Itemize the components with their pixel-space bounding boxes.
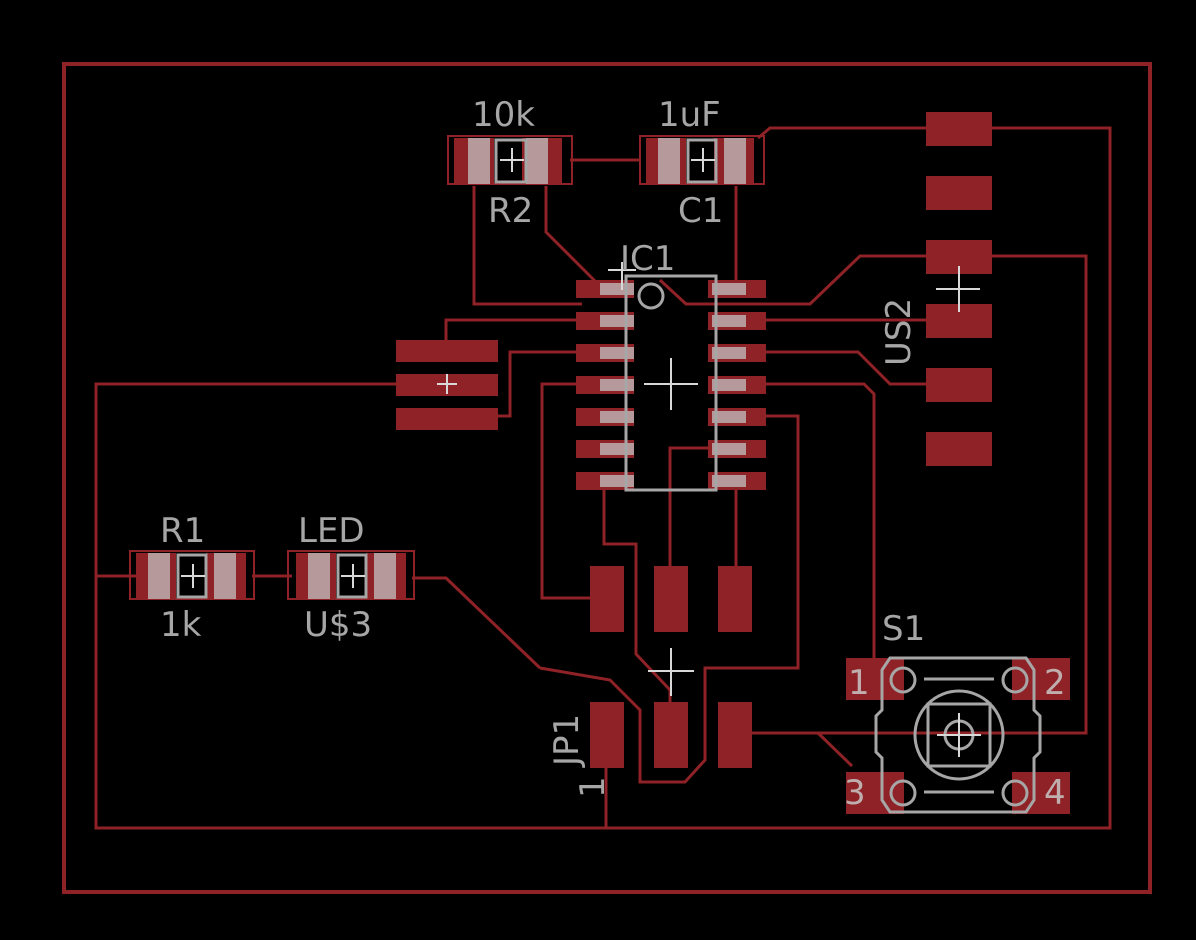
- r2-outline: [447, 135, 573, 185]
- led-name: U$3: [304, 605, 372, 645]
- ic1-pad-2-highlight: [600, 315, 634, 327]
- jp1-pad[interactable]: [718, 566, 752, 632]
- ic1-pin1-marker: [637, 282, 665, 310]
- c1-name: C1: [678, 191, 723, 231]
- capacitor-c1[interactable]: 1uF C1: [639, 95, 765, 231]
- jp1-pad[interactable]: [590, 566, 624, 632]
- jp1-name: JP1: [547, 714, 587, 768]
- r2-value: 10k: [472, 95, 535, 135]
- led-pad-2-highlight: [374, 553, 396, 599]
- trace: [94, 382, 605, 830]
- ic1-pad-4-highlight: [600, 379, 634, 391]
- connector-us2[interactable]: US2: [879, 112, 992, 466]
- ic1-pad-13-highlight: [712, 315, 746, 327]
- ic1-pad-6-highlight: [600, 443, 634, 455]
- s1-pin-label-2: 2: [1044, 663, 1066, 703]
- s1-pin-label-4: 4: [1044, 773, 1066, 813]
- trace: [412, 576, 542, 670]
- ic1-pad-11-highlight: [712, 379, 746, 391]
- trace: [540, 382, 592, 600]
- trace: [605, 126, 1112, 830]
- ic1-body-outline: [624, 274, 718, 492]
- us2-pad-1[interactable]: [926, 112, 992, 146]
- r2-name: R2: [488, 191, 533, 231]
- c1-pad-1-highlight: [658, 138, 680, 184]
- s1-actuator: [913, 689, 1005, 781]
- trace: [544, 186, 600, 286]
- ic1-pad-3-highlight: [600, 347, 634, 359]
- s1-pin-label-1: 1: [848, 663, 870, 703]
- board-outline: [62, 62, 1152, 894]
- ic1-pad-5-highlight: [600, 411, 634, 423]
- resistor-r1[interactable]: R1 1k: [129, 511, 255, 645]
- led-value: LED: [298, 511, 365, 551]
- s1-pad-3[interactable]: [846, 772, 904, 814]
- ic1-name: IC1: [620, 239, 675, 279]
- r1-body: [176, 553, 208, 599]
- led-body: [336, 553, 368, 599]
- led-outline: [287, 550, 415, 600]
- pad[interactable]: [396, 340, 498, 362]
- ic1-pad-14-highlight: [712, 283, 746, 295]
- led-pad-1-highlight: [308, 553, 330, 599]
- r1-pad-2-highlight: [214, 553, 236, 599]
- trace: [760, 382, 876, 668]
- traces: [94, 126, 1112, 830]
- ic1-pad-10-highlight: [712, 411, 746, 423]
- trace: [539, 414, 800, 784]
- s1-name: S1: [882, 609, 925, 649]
- c1-body: [686, 138, 718, 184]
- c1-pad-2-highlight: [724, 138, 746, 184]
- ic1-pad-7-highlight: [600, 475, 634, 487]
- ic1-pad-9-highlight: [712, 443, 746, 455]
- jp1-pin1-label: 1: [573, 776, 613, 798]
- jp1-pad[interactable]: [718, 702, 752, 768]
- s1-actuator-square: [926, 702, 992, 768]
- ic1-pad-8-highlight: [712, 475, 746, 487]
- us2-pad-2[interactable]: [926, 176, 992, 210]
- s1-pin-label-3: 3: [844, 773, 866, 813]
- switch-s1[interactable]: S1 1 2 3 4: [844, 609, 1070, 814]
- ic1-pad-12-highlight: [712, 347, 746, 359]
- trace: [668, 446, 716, 570]
- s1-pad-1[interactable]: [846, 658, 904, 700]
- trace: [472, 186, 582, 306]
- ic1-soic14[interactable]: IC1: [576, 239, 766, 492]
- trace: [816, 731, 854, 768]
- led-u3[interactable]: LED U$3: [287, 511, 415, 645]
- pad[interactable]: [396, 408, 498, 430]
- resistor-r2[interactable]: 10k R2: [447, 95, 573, 231]
- c1-value: 1uF: [658, 95, 721, 135]
- r2-pad-2-highlight: [526, 138, 548, 184]
- jp1-pad[interactable]: [654, 566, 688, 632]
- trace: [658, 254, 1088, 735]
- s1-body-outline: [874, 656, 1042, 814]
- s1-pad-4[interactable]: [1012, 772, 1070, 814]
- ic1-pad-1-highlight: [600, 283, 634, 295]
- trace: [496, 350, 582, 418]
- us2-pad-6[interactable]: [926, 432, 992, 466]
- r2-body: [494, 138, 528, 184]
- r2-pad-1-highlight: [468, 138, 490, 184]
- three-pad-component[interactable]: [396, 340, 498, 430]
- us2-name: US2: [879, 298, 919, 366]
- c1-outline: [639, 135, 765, 185]
- jp1-pad[interactable]: [654, 702, 688, 768]
- trace: [444, 318, 582, 342]
- r1-value: 1k: [160, 605, 202, 645]
- r1-pad-1-highlight: [148, 553, 170, 599]
- us2-pad-5[interactable]: [926, 368, 992, 402]
- s1-pad-2[interactable]: [1012, 658, 1070, 700]
- jp1-pad-1[interactable]: [590, 702, 624, 768]
- header-jp1[interactable]: JP1 1: [547, 566, 752, 798]
- trace: [760, 350, 930, 386]
- r1-name: R1: [160, 511, 205, 551]
- r1-outline: [129, 550, 255, 600]
